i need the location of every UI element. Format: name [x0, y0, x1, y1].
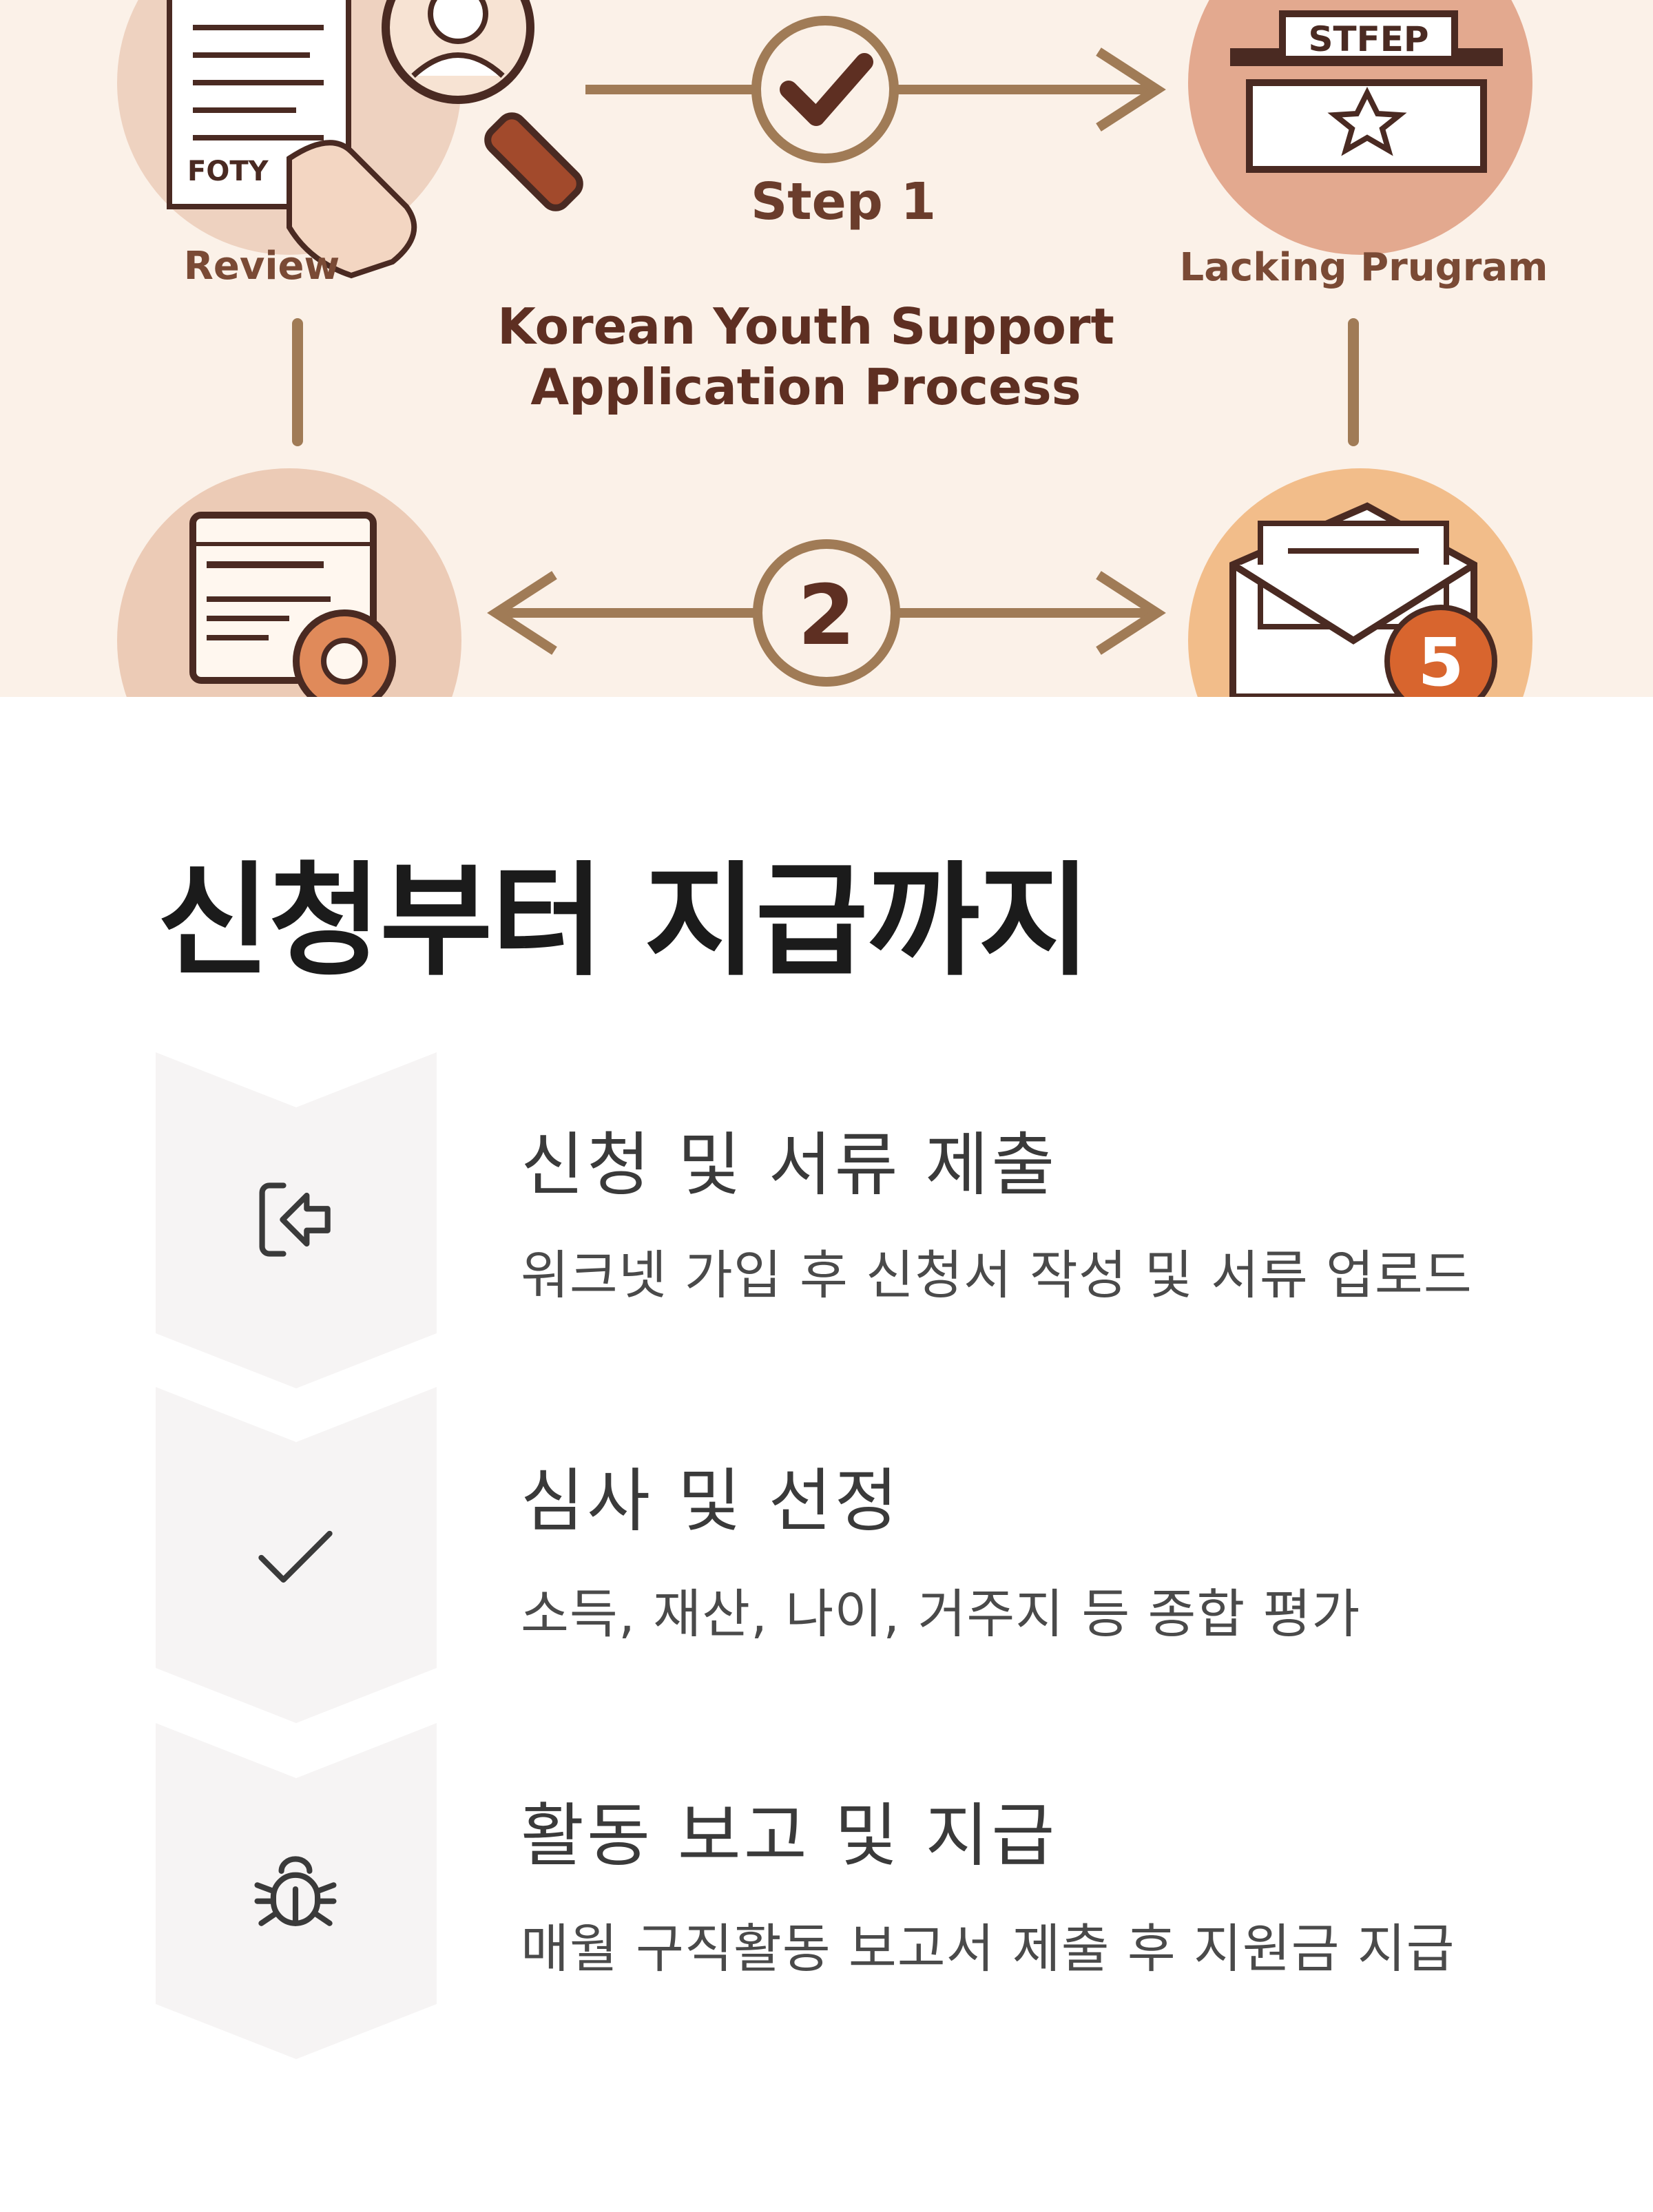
- step-chevron-2: [156, 1387, 437, 1723]
- svg-text:STFEP: STFEP: [1308, 19, 1428, 59]
- step-desc-1: 워크넷 가입 후 신청서 작성 및 서류 업로드: [521, 1244, 1473, 1306]
- bottom-arrow-head-right: [1096, 571, 1166, 655]
- form-gear-icon: [189, 512, 396, 697]
- magnifier-icon: [382, 0, 583, 211]
- step-title-3: 활동 보고 및 지급: [521, 1795, 1058, 1876]
- step-title-2: 심사 및 선정: [521, 1461, 901, 1541]
- envelope-icon: 5: [1229, 502, 1497, 697]
- step-check-circle: [751, 16, 899, 163]
- step-number: 2: [798, 568, 855, 664]
- bottom-arrow-head-left: [487, 571, 557, 655]
- step-number-circle: [753, 539, 900, 687]
- step-check-mark: [780, 53, 873, 126]
- bug-icon: [245, 1843, 346, 1943]
- step-title-1: 신청 및 서류 제출: [521, 1125, 1058, 1205]
- step-desc-3: 매월 구직활동 보고서 제출 후 지원금 지급: [521, 1918, 1455, 1979]
- program-label: Lacking Prugram: [1179, 245, 1548, 290]
- process-illustration: FOTY STFEP 2: [0, 0, 1653, 697]
- svg-text:FOTY: FOTY: [187, 156, 269, 187]
- ballot-box-icon: STFEP: [1230, 10, 1503, 173]
- illustration-title-line1: Korean Youth Support: [497, 298, 1114, 355]
- illustration-graphic: FOTY STFEP 2: [117, 0, 1532, 697]
- top-arrow-head: [1096, 48, 1166, 132]
- section-title: 신청부터 지급까지: [157, 850, 1091, 992]
- badge-number: 5: [1418, 624, 1464, 697]
- sign-in-icon: [245, 1169, 346, 1270]
- step-desc-2: 소득, 재산, 나이, 거주지 등 종합 평가: [521, 1583, 1361, 1645]
- check-icon: [245, 1505, 346, 1606]
- illustration-title-line2: Application Process: [530, 358, 1081, 416]
- step-label: Step 1: [751, 172, 937, 231]
- document-icon: FOTY: [167, 0, 417, 279]
- review-label: Review: [183, 244, 340, 289]
- step-chevron-1: [156, 1052, 437, 1388]
- illustration-title: Korean Youth Support Application Process: [482, 296, 1130, 417]
